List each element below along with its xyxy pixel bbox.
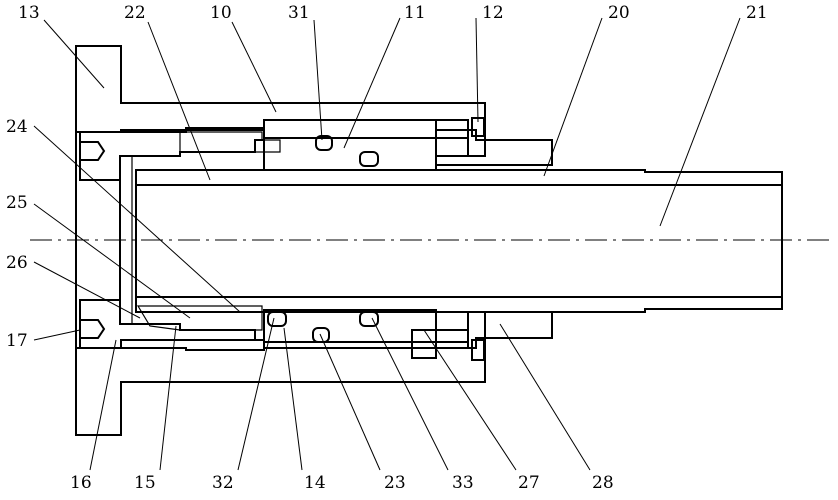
part-labels: 13 22 10 31 11 12 20 21 24 25 26 17 16 1… <box>6 3 768 493</box>
seal-rings <box>267 117 485 361</box>
label-14: 14 <box>304 473 326 493</box>
label-23: 23 <box>384 473 406 493</box>
label-20: 20 <box>608 3 630 23</box>
label-12: 12 <box>482 3 504 23</box>
label-27: 27 <box>518 473 540 493</box>
label-15: 15 <box>134 473 156 493</box>
label-22: 22 <box>124 3 146 23</box>
label-28: 28 <box>592 473 614 493</box>
leader-lines <box>33 17 741 471</box>
label-32: 32 <box>212 473 234 493</box>
label-10: 10 <box>210 3 232 23</box>
label-21: 21 <box>746 3 768 23</box>
label-16: 16 <box>70 473 92 493</box>
label-13: 13 <box>18 3 40 23</box>
label-25: 25 <box>6 193 28 213</box>
label-11: 11 <box>404 3 426 23</box>
label-31: 31 <box>288 3 310 23</box>
label-33: 33 <box>452 473 474 493</box>
flange-bolt-holes <box>79 141 106 339</box>
label-26: 26 <box>6 253 28 273</box>
label-24: 24 <box>6 117 28 137</box>
label-17: 17 <box>6 331 28 351</box>
